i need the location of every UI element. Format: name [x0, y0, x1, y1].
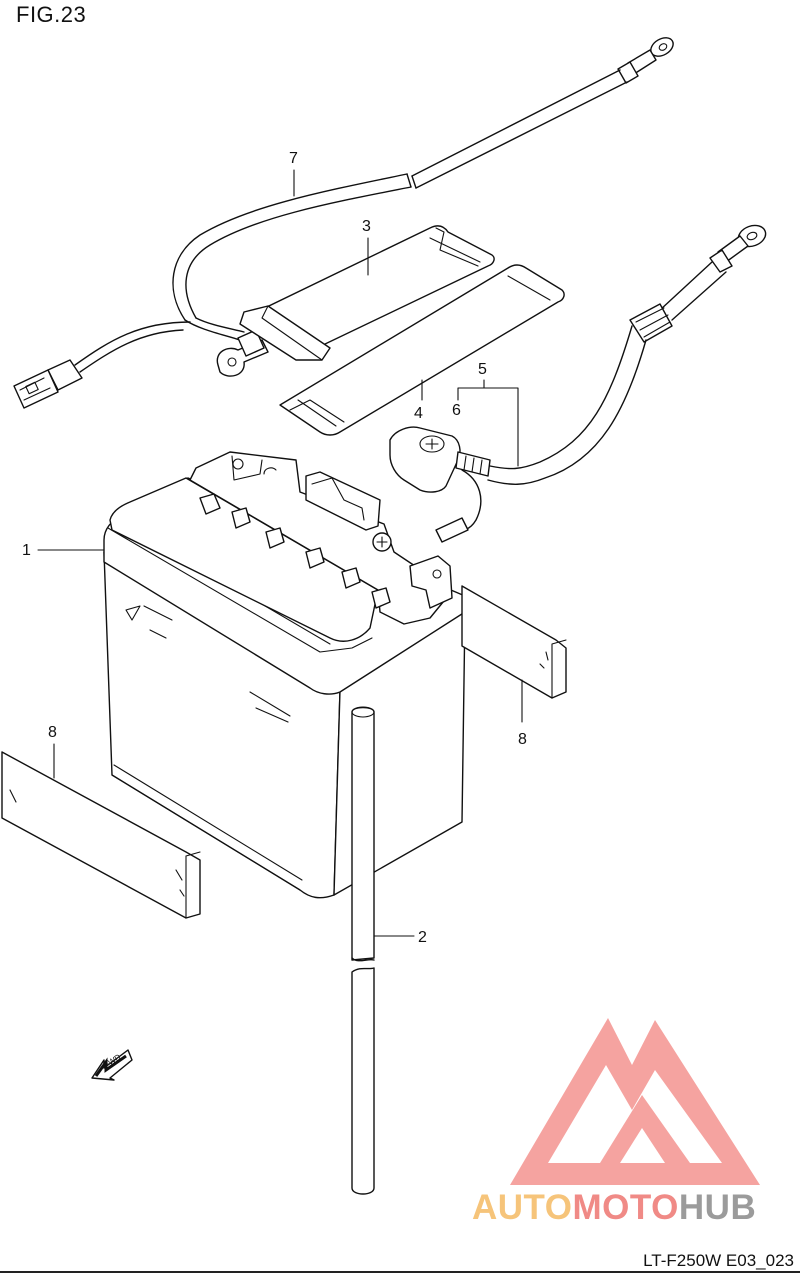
- callout-2: 2: [418, 929, 427, 946]
- callout-8-left: 8: [48, 724, 57, 741]
- bottom-rule: [0, 1271, 800, 1273]
- part-6-terminal-cover: 6: [389, 402, 491, 543]
- cell-caps: [199, 493, 391, 609]
- part-5-cable: 5: [457, 224, 767, 485]
- callout-5: 5: [478, 361, 487, 378]
- part-3-strap: 3: [239, 218, 495, 361]
- callout-8-right: 8: [518, 731, 527, 748]
- part-8-pad-left: 8: [1, 724, 201, 919]
- part-4-strap: 4: [279, 264, 565, 436]
- callout-3: 3: [362, 218, 371, 235]
- part-8-pad-right: 8: [461, 585, 567, 748]
- figure-title: FIG.23: [16, 2, 87, 27]
- callout-1: 1: [22, 542, 31, 559]
- fwd-arrow-icon: FWD: [91, 1049, 133, 1081]
- callout-4: 4: [414, 405, 423, 422]
- figure-code: LT-F250W E03_023: [643, 1251, 794, 1270]
- watermark-logo-icon: [510, 1018, 760, 1185]
- part-2-tube: 2: [351, 706, 427, 1195]
- watermark-wordmark: AUTOMOTOHUB: [472, 1188, 757, 1227]
- part-7-cable: 7: [13, 37, 674, 409]
- part-1-battery: 1: [22, 451, 466, 899]
- callout-7: 7: [289, 150, 298, 167]
- callout-6: 6: [452, 402, 461, 419]
